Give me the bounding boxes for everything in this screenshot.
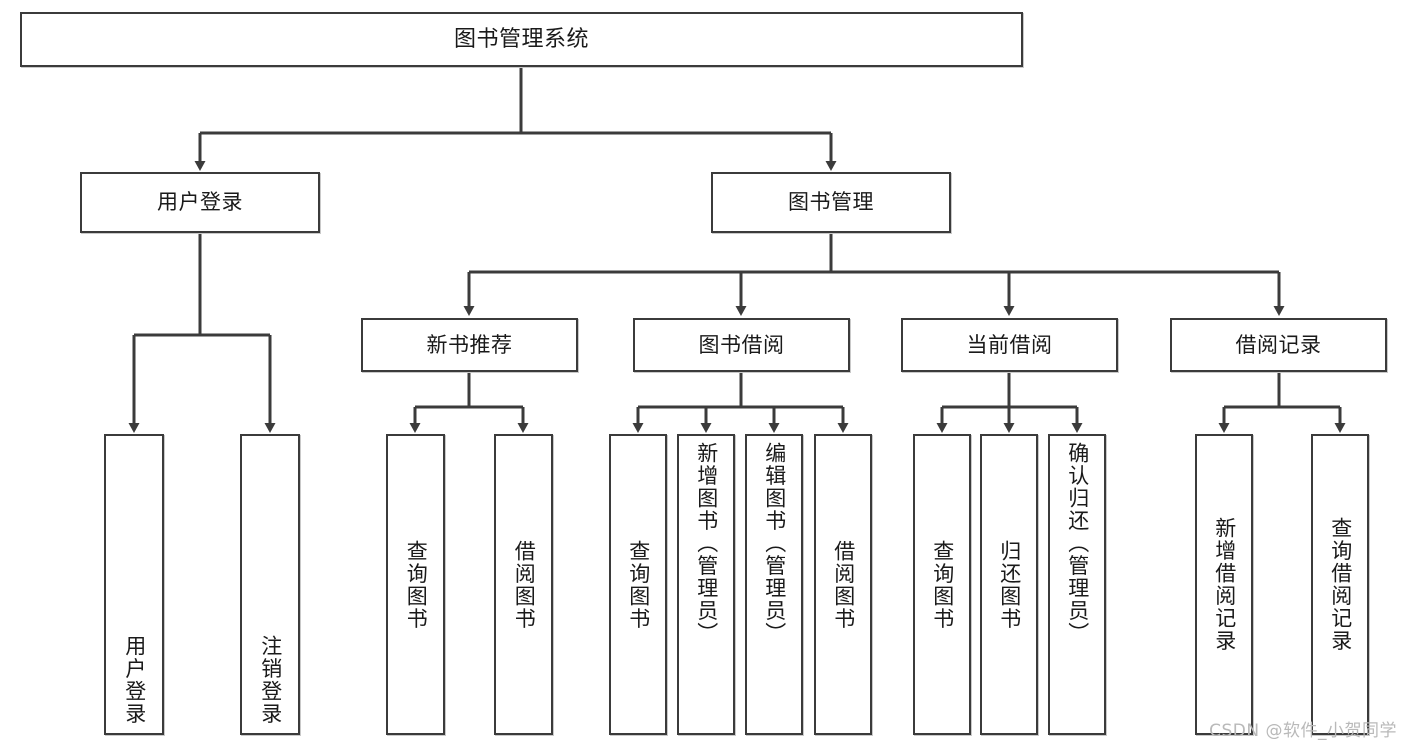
node-leaf-return-book[interactable]: 归还图书: [980, 434, 1038, 735]
node-label: 新增图书（管理员）: [694, 442, 719, 645]
node-label: 查询借阅记录: [1328, 517, 1353, 652]
node-leaf-add-book[interactable]: 新增图书（管理员）: [677, 434, 735, 735]
node-leaf-add-record[interactable]: 新增借阅记录: [1195, 434, 1253, 735]
node-label: 借阅记录: [1235, 332, 1322, 357]
node-label: 用户登录: [157, 190, 243, 215]
node-label: 新增借阅记录: [1212, 517, 1237, 652]
node-label: 图书管理: [788, 190, 874, 215]
node-label: 查询图书: [404, 539, 429, 630]
node-leaf-user-login[interactable]: 用户登录: [104, 434, 164, 735]
node-current-borrow[interactable]: 当前借阅: [901, 318, 1118, 372]
node-label: 归还图书: [997, 539, 1022, 630]
node-leaf-confirm-return[interactable]: 确认归还（管理员）: [1048, 434, 1106, 735]
node-leaf-logout[interactable]: 注销登录: [240, 434, 300, 735]
node-label: 确认归还（管理员）: [1065, 442, 1090, 645]
node-label: 当前借阅: [966, 332, 1053, 357]
node-label: 借阅图书: [831, 539, 856, 630]
node-label: 图书借阅: [698, 332, 785, 357]
node-leaf-borrow-book-1[interactable]: 借阅图书: [494, 434, 553, 735]
node-leaf-query-book-2[interactable]: 查询图书: [609, 434, 667, 735]
node-leaf-query-book-3[interactable]: 查询图书: [913, 434, 971, 735]
node-leaf-edit-book[interactable]: 编辑图书（管理员）: [745, 434, 803, 735]
node-label: 用户登录: [122, 635, 147, 725]
node-label: 注销登录: [258, 635, 283, 725]
node-label: 查询图书: [626, 539, 651, 630]
node-label: 图书管理系统: [453, 26, 589, 52]
node-borrow-record[interactable]: 借阅记录: [1170, 318, 1387, 372]
node-book-management[interactable]: 图书管理: [711, 172, 951, 233]
node-leaf-borrow-book-2[interactable]: 借阅图书: [814, 434, 872, 735]
node-leaf-query-book-1[interactable]: 查询图书: [386, 434, 445, 735]
node-label: 编辑图书（管理员）: [762, 442, 787, 645]
csdn-watermark: CSDN @软件_小贺同学: [1209, 721, 1397, 741]
node-label: 新书推荐: [426, 332, 513, 357]
node-new-book-recommend[interactable]: 新书推荐: [361, 318, 578, 372]
node-root-book-management-system[interactable]: 图书管理系统: [20, 12, 1023, 67]
node-leaf-query-record[interactable]: 查询借阅记录: [1311, 434, 1369, 735]
node-book-borrow[interactable]: 图书借阅: [633, 318, 850, 372]
node-label: 查询图书: [930, 539, 955, 630]
node-user-login[interactable]: 用户登录: [80, 172, 320, 233]
node-label: 借阅图书: [512, 539, 537, 630]
